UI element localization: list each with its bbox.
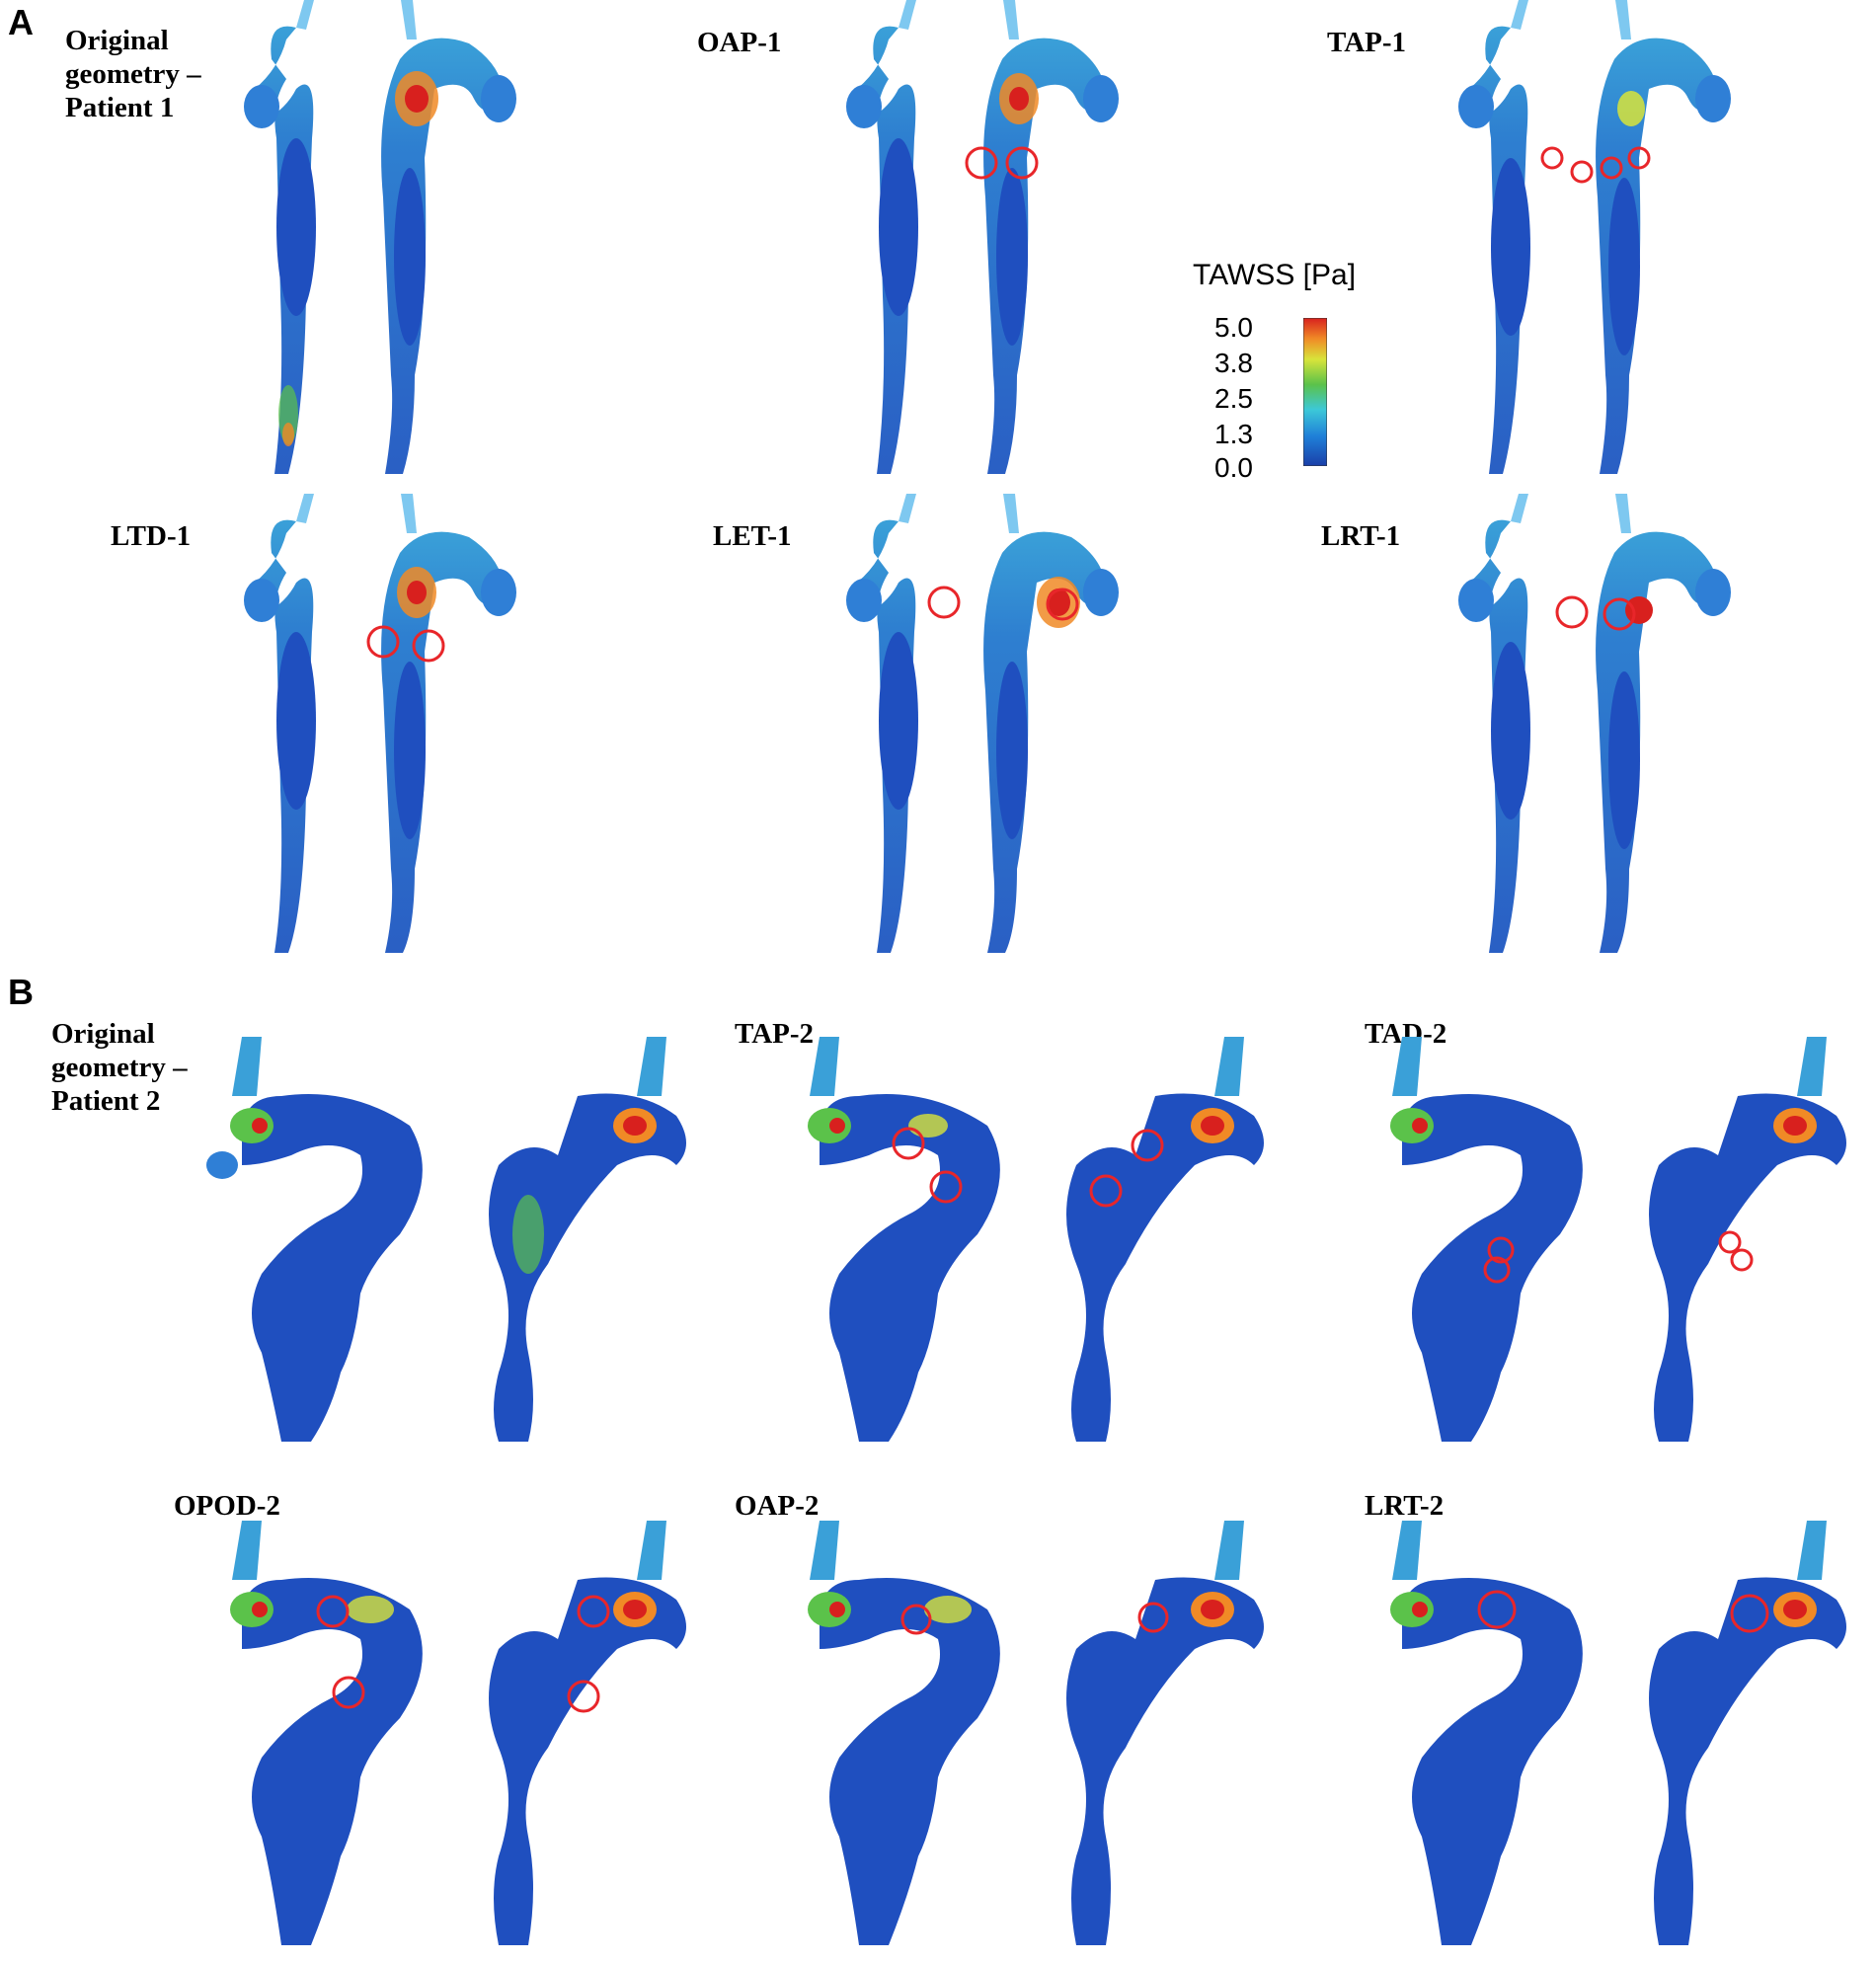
label-original-patient-2: Original geometry – Patient 2 <box>51 1017 188 1118</box>
aorta-model-tap-2 <box>808 1037 1264 1442</box>
label-line: Original <box>51 1018 155 1050</box>
annotation-circle <box>900 1604 932 1635</box>
aorta-view-right <box>489 1037 686 1442</box>
aorta-model-let-1 <box>846 494 1119 953</box>
aorta-view-right <box>1596 494 1731 953</box>
label-oap-1: OAP-1 <box>697 27 782 58</box>
colorbar-tick: 3.8 <box>1214 348 1253 378</box>
aorta-view-right <box>983 0 1119 475</box>
annotation-circle <box>567 1680 600 1713</box>
panel-b-letter: B <box>8 972 34 1012</box>
aorta-model-original-patient-2 <box>206 1037 686 1442</box>
annotation-circle <box>929 1170 963 1204</box>
annotation-circle <box>577 1595 610 1628</box>
aorta-view-left <box>1458 494 1530 953</box>
aorta-view-left <box>808 1521 1000 1945</box>
annotation-circle <box>1483 1256 1511 1284</box>
aorta-model-lrt-2 <box>1390 1521 1846 1945</box>
aorta-view-right <box>381 494 516 953</box>
aorta-model-ltd-1 <box>244 494 516 953</box>
annotation-circle <box>1089 1174 1123 1208</box>
aorta-model-oap-2 <box>808 1521 1264 1945</box>
label-original-patient-1: Original geometry – Patient 1 <box>65 24 201 124</box>
panel-a-letter: A <box>8 2 34 42</box>
annotation-circle <box>316 1595 350 1628</box>
aorta-view-left <box>1458 0 1530 475</box>
aorta-view-right <box>1649 1521 1846 1945</box>
label-line: Patient 2 <box>51 1085 161 1117</box>
colorbar-tick: 1.3 <box>1214 419 1253 449</box>
aorta-view-right <box>1649 1037 1846 1442</box>
annotation-circle <box>1602 597 1636 631</box>
annotation-circle <box>1046 588 1079 621</box>
annotation-circle <box>366 625 400 659</box>
aorta-model-original-patient-1 <box>244 0 516 475</box>
label-tap-1: TAP-1 <box>1327 27 1407 58</box>
annotation-circle <box>1131 1129 1164 1162</box>
label-line: Original <box>65 25 169 56</box>
label-let-1: LET-1 <box>713 520 792 552</box>
colorbar-tick: 2.5 <box>1214 383 1253 414</box>
colorbar-ramp <box>1303 318 1327 466</box>
aorta-view-right <box>1066 1521 1264 1945</box>
annotation-circle <box>412 629 445 663</box>
aorta-view-left <box>808 1037 1000 1442</box>
annotation-circle <box>1555 595 1589 629</box>
aorta-view-right <box>983 494 1119 953</box>
colorbar-tick: 5.0 <box>1214 312 1253 343</box>
aorta-view-right <box>381 0 516 475</box>
aorta-model-opod-2 <box>230 1521 686 1945</box>
annotation-circle <box>1730 1594 1769 1633</box>
aorta-model-tap-1 <box>1458 0 1731 475</box>
annotation-circle <box>965 146 998 180</box>
annotation-circle <box>1570 160 1594 184</box>
aorta-view-left <box>846 494 918 953</box>
label-lrt-2: LRT-2 <box>1365 1490 1445 1522</box>
annotation-circle <box>1137 1602 1169 1633</box>
aorta-view-right <box>1066 1037 1264 1442</box>
aorta-view-right <box>489 1521 686 1945</box>
annotation-circle <box>332 1676 365 1709</box>
aorta-view-left <box>846 0 918 475</box>
tawss-colorbar: TAWSS [Pa] 5.0 3.8 2.5 1.3 0.0 <box>1183 259 1400 483</box>
aorta-model-oap-1 <box>846 0 1119 475</box>
aorta-view-left <box>244 494 316 953</box>
aorta-view-left <box>1390 1037 1583 1442</box>
annotation-circle <box>1627 146 1651 170</box>
aorta-view-right <box>1596 0 1731 475</box>
label-line: geometry – <box>65 58 201 90</box>
annotation-circle <box>1600 156 1623 180</box>
label-line: Patient 1 <box>65 92 175 123</box>
aorta-view-left <box>230 1521 423 1945</box>
label-oap-2: OAP-2 <box>735 1490 820 1522</box>
aorta-model-tad-2 <box>1390 1037 1846 1442</box>
label-lrt-1: LRT-1 <box>1321 520 1401 552</box>
label-line: geometry – <box>51 1052 188 1083</box>
label-tap-2: TAP-2 <box>735 1018 815 1050</box>
label-ltd-1: LTD-1 <box>111 520 192 552</box>
colorbar-tick: 0.0 <box>1214 452 1253 483</box>
annotation-circle <box>1487 1236 1515 1264</box>
aorta-view-left <box>206 1037 423 1442</box>
aorta-model-lrt-1 <box>1458 494 1731 953</box>
annotation-circle <box>1477 1590 1517 1629</box>
annotation-circle <box>1730 1248 1754 1272</box>
annotation-circle <box>1005 146 1039 180</box>
aorta-view-left <box>244 0 316 475</box>
colorbar-title: TAWSS [Pa] <box>1193 259 1357 291</box>
label-opod-2: OPOD-2 <box>174 1490 280 1522</box>
annotation-circle <box>1718 1230 1742 1254</box>
aorta-view-left <box>1390 1521 1583 1945</box>
annotation-circle <box>927 586 961 619</box>
annotation-circle <box>892 1127 925 1160</box>
annotation-circle <box>1540 146 1564 170</box>
